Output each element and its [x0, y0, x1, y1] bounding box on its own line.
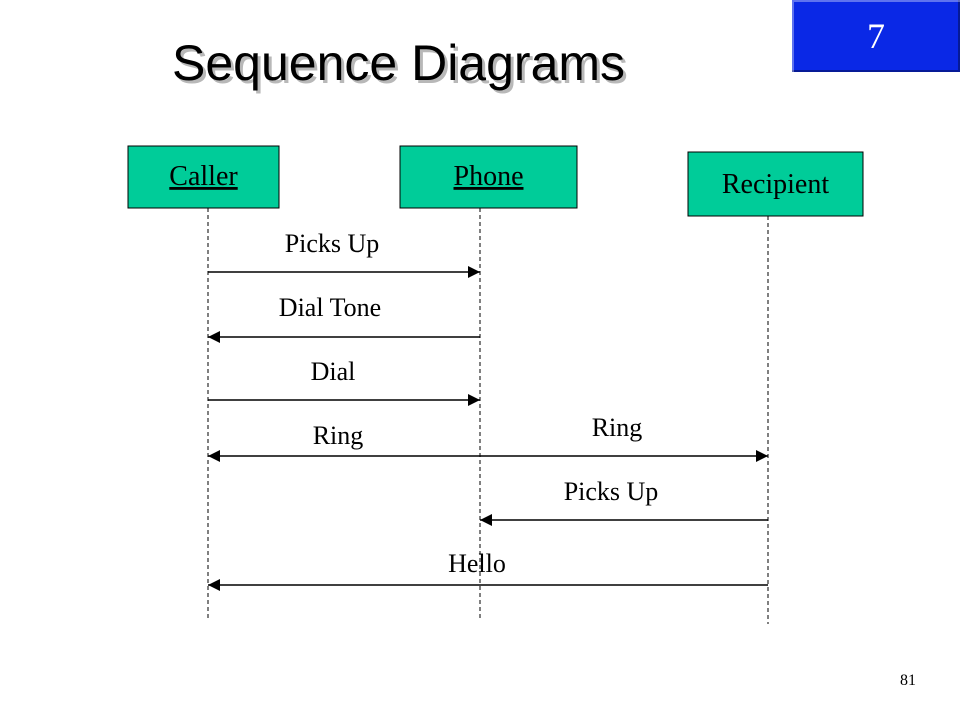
- message-picks-up-recipient-to-phone: Picks Up: [480, 477, 768, 526]
- message-hello-recipient-to-caller: Hello: [208, 549, 768, 591]
- page-number: 81: [900, 672, 916, 689]
- lifeline-label-caller: Caller: [169, 161, 238, 192]
- message-label: Ring: [592, 413, 643, 442]
- message-label: Picks Up: [285, 229, 380, 258]
- lifeline-caller: Caller: [127, 145, 280, 618]
- lifeline-label-phone: Phone: [454, 161, 524, 192]
- message-picks-up-caller-to-phone: Picks Up: [208, 229, 480, 278]
- lifeline-recipient: Recipient: [687, 151, 864, 624]
- message-dial-tone-phone-to-caller: Dial Tone: [208, 293, 480, 343]
- lifeline-phone: Phone: [399, 145, 578, 618]
- chapter-number-box: 7: [792, 0, 960, 72]
- slide-title: Sequence Diagrams: [172, 35, 626, 91]
- message-label: Picks Up: [564, 477, 659, 506]
- message-dial-caller-to-phone: Dial: [208, 357, 480, 406]
- message-label: Ring: [313, 421, 364, 450]
- lifeline-box-recipient: Recipient: [687, 151, 864, 217]
- lifeline-box-caller: Caller: [127, 145, 280, 209]
- message-ring-phone-to-recipient-label: Ring: [592, 413, 643, 442]
- message-label: Hello: [448, 549, 506, 578]
- lifeline-box-phone: Phone: [399, 145, 578, 209]
- message-ring-caller-recipient: Ring: [208, 421, 768, 462]
- message-label: Dial: [311, 357, 356, 386]
- lifeline-label-recipient: Recipient: [722, 169, 830, 200]
- message-label: Dial Tone: [279, 293, 381, 322]
